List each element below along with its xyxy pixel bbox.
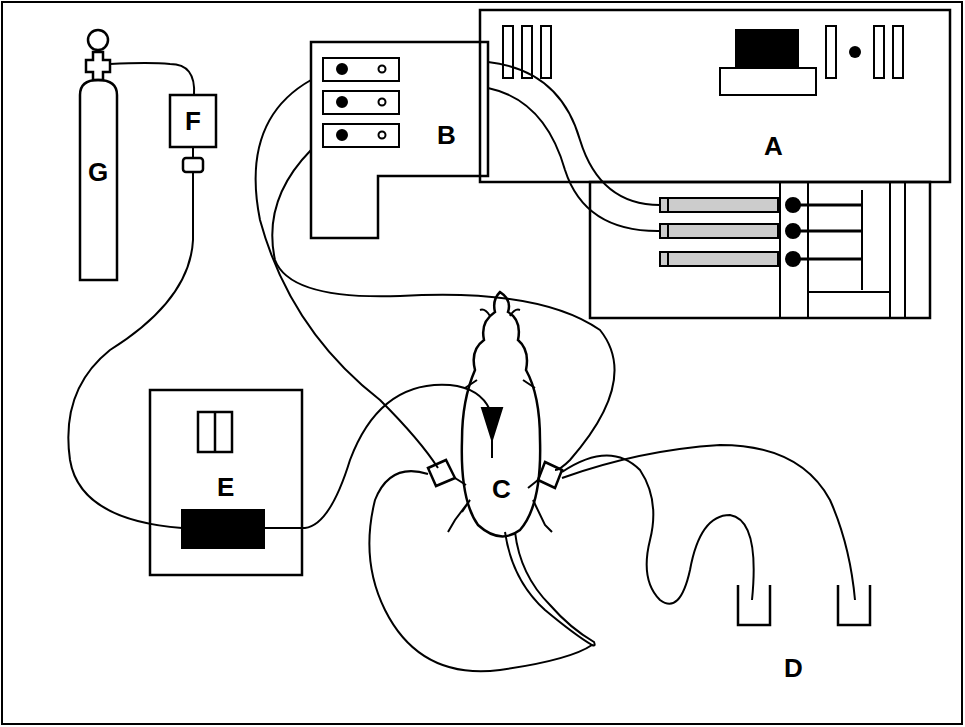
gas-tube [110,63,194,95]
callout-letter: A [762,132,785,160]
catheter-line [256,80,438,468]
cable [488,62,660,205]
callout-letter: D [782,654,805,682]
catheter-line [562,445,855,600]
flowmeter [170,95,216,172]
collection-tube [838,585,870,625]
catheter [455,478,466,485]
ventilation-tube [264,385,490,528]
catheter [428,460,455,486]
catheter [538,462,562,488]
catheter-line [369,471,592,671]
catheter-line [562,455,754,603]
gas-tube [68,172,193,528]
recorder [480,10,950,182]
gas-cylinder [80,30,117,280]
ventilator [150,390,302,575]
callout-letter: C [490,475,513,503]
cable [488,88,660,231]
catheter-line [272,150,614,470]
amplifier-box [311,42,488,238]
callout-letter: B [435,121,458,149]
callout-letter: F [183,107,203,135]
collection-tube [738,585,770,625]
rat [448,292,595,646]
callout-letter: G [86,158,110,186]
callout-letter: E [215,473,236,501]
catheter [528,480,538,488]
